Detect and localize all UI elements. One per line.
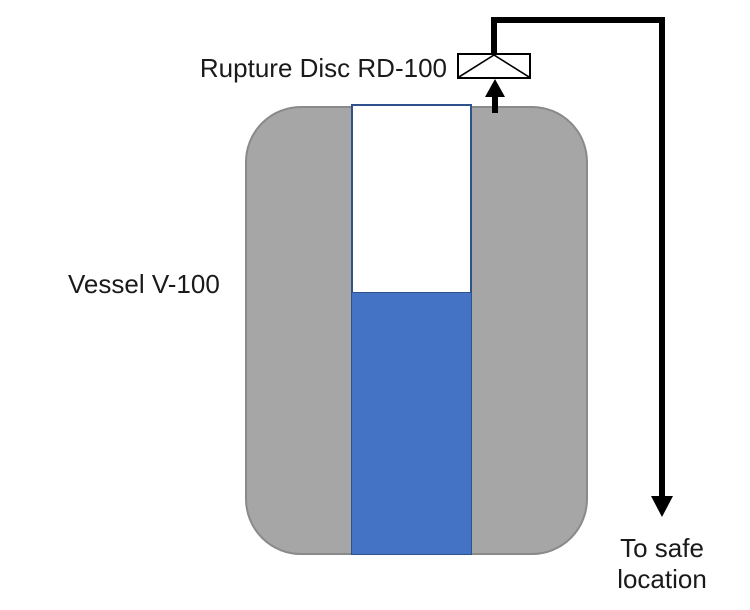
pipe-downcomer [659,17,665,497]
outlet-label: To safe location [617,533,707,594]
vessel-label: Vessel V-100 [68,269,220,299]
flow-arrow-up-stem [492,95,498,113]
flow-arrow-up-icon [485,79,505,97]
rupture-disc-label: Rupture Disc RD-100 [199,53,447,83]
rupture-disc-icon [457,53,531,79]
liquid-level [351,292,472,555]
rupture-disc-membrane [459,55,529,77]
pipe-disc-riser [491,17,497,55]
pipe-header [491,17,665,23]
flow-arrow-down-icon [651,496,673,517]
